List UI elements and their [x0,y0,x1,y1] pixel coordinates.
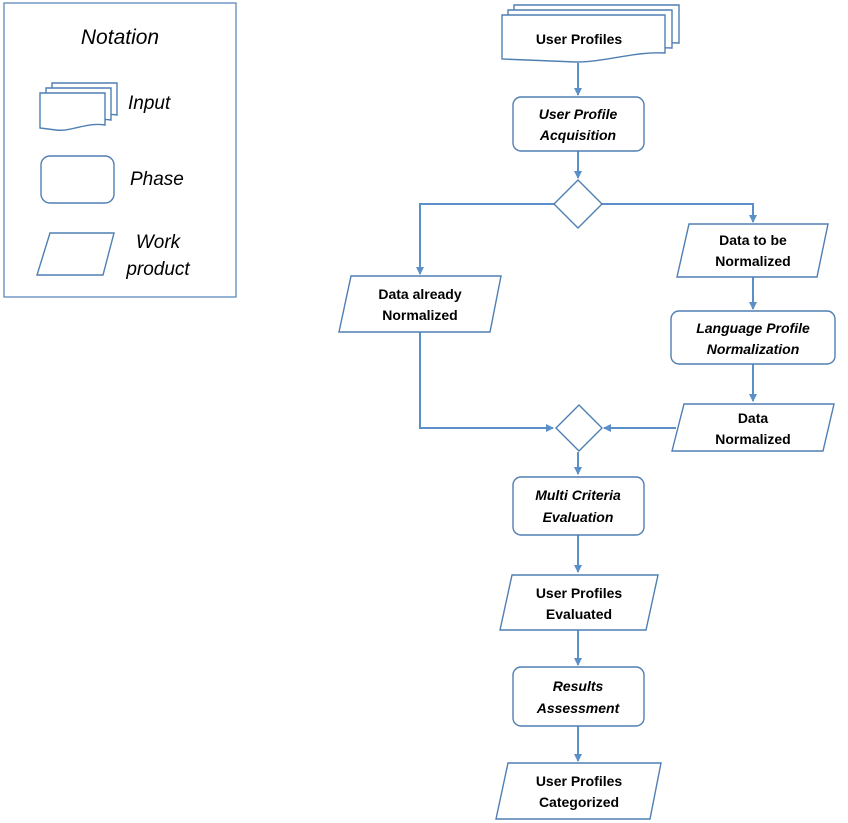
node-user-profiles: User Profiles [501,4,680,63]
arrow-decision-to-already-normalized [416,203,555,275]
legend-input-label: Input [128,93,171,114]
categorized-label-2: Categorized [539,794,619,810]
node-data-already-normalized: Data already Normalized [338,275,502,333]
legend-work-product-icon [36,232,115,276]
multi-criteria-label-1: Multi Criteria [535,487,621,503]
already-normalized-label-2: Normalized [382,307,457,323]
node-results-assessment: Results Assessment [512,666,645,727]
evaluated-label-1: User Profiles [536,585,623,601]
data-normalized-label-1: Data [738,410,769,426]
legend-phase-icon [40,155,115,204]
to-be-normalized-label-1: Data to be [719,232,787,248]
legend-input-icon [39,82,118,131]
legend-phase-label: Phase [130,169,184,190]
legend-work-product-label-2: product [125,259,190,280]
lang-normalization-label-1: Language Profile [696,320,810,336]
node-data-normalized: Data Normalized [671,403,835,452]
lang-normalization-label-2: Normalization [707,341,800,357]
data-normalized-label-2: Normalized [715,431,790,447]
notation-legend: Notation Input Phase Work product [3,2,237,298]
merge-diamond [555,404,603,452]
node-data-to-be-normalized: Data to be Normalized [676,223,829,278]
already-normalized-label-1: Data already [378,286,461,302]
node-user-profiles-evaluated: User Profiles Evaluated [499,574,659,631]
user-profiles-label: User Profiles [536,31,623,47]
results-label-2: Assessment [536,700,621,716]
arrow-decision-to-be-normalized [601,203,757,223]
legend-title: Notation [81,26,159,49]
legend-work-product-label-1: Work [136,232,182,253]
acquisition-label-1: User Profile [539,106,618,122]
acquisition-label-2: Acquisition [539,127,616,143]
node-language-profile-normalization: Language Profile Normalization [670,310,836,365]
categorized-label-1: User Profiles [536,773,623,789]
legend-frame [3,2,237,298]
node-user-profile-acquisition: User Profile Acquisition [512,96,645,152]
decision-diamond [553,179,603,229]
results-label-1: Results [553,678,604,694]
connectors [416,63,757,762]
multi-criteria-label-2: Evaluation [543,509,614,525]
to-be-normalized-label-2: Normalized [715,253,790,269]
node-multi-criteria-evaluation: Multi Criteria Evaluation [512,476,645,536]
arrow-already-normalized-to-merge [419,332,554,432]
node-user-profiles-categorized: User Profiles Categorized [495,762,662,820]
evaluated-label-2: Evaluated [546,606,612,622]
